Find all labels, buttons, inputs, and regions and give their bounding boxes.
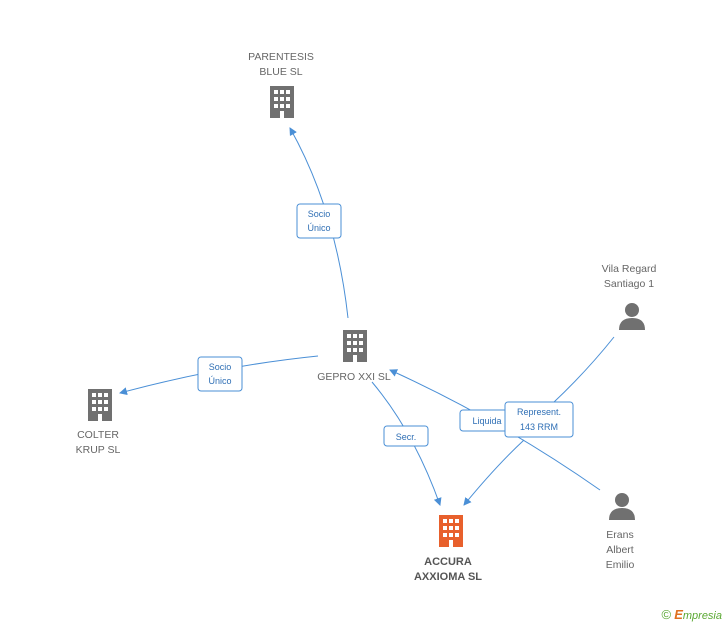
- node-gepro-xxi[interactable]: GEPRO XXI SL: [317, 330, 391, 383]
- building-icon: [88, 389, 112, 421]
- person-icon: [609, 493, 635, 520]
- node-label: Erans: [606, 529, 633, 541]
- node-label: BLUE SL: [259, 66, 302, 78]
- node-label: GEPRO XXI SL: [317, 371, 391, 383]
- svg-text:143 RRM: 143 RRM: [520, 422, 558, 432]
- brand-name: mpresia: [682, 610, 722, 622]
- building-icon: [343, 330, 367, 362]
- empresia-logo: © Empresia: [662, 607, 722, 622]
- node-erans-albert[interactable]: Erans Albert Emilio: [606, 493, 635, 571]
- node-colter-krup[interactable]: COLTER KRUP SL: [76, 389, 121, 456]
- node-label: ACCURA: [424, 556, 472, 568]
- copyright-symbol: ©: [661, 607, 672, 622]
- node-label: Vila Regard: [602, 263, 657, 275]
- edge-represent-accura: [463, 439, 525, 506]
- node-label: Albert: [606, 544, 634, 556]
- node-accura-axxioma[interactable]: ACCURA AXXIOMA SL: [414, 515, 482, 583]
- edge-label-represent: Represent. 143 RRM: [504, 401, 574, 438]
- svg-text:Represent.: Represent.: [517, 407, 561, 417]
- edge-label-socio-unico-left: Socio Único: [197, 356, 243, 392]
- person-icon: [619, 303, 645, 330]
- node-label: COLTER: [77, 429, 119, 441]
- edge-label-socio-unico-top: Socio Único: [296, 203, 342, 239]
- node-label: AXXIOMA SL: [414, 571, 482, 583]
- building-icon: [439, 515, 463, 547]
- svg-text:Socio: Socio: [308, 209, 331, 219]
- edge-label-secr: Secr.: [383, 425, 429, 447]
- node-label: KRUP SL: [76, 444, 121, 456]
- edge-vila-represent: [552, 336, 615, 404]
- svg-text:Secr.: Secr.: [396, 432, 417, 442]
- svg-text:Liquida: Liquida: [472, 416, 501, 426]
- node-parentesis-blue[interactable]: PARENTESIS BLUE SL: [248, 51, 314, 118]
- node-vila-regard[interactable]: Vila Regard Santiago 1: [602, 263, 657, 330]
- node-label: Emilio: [606, 559, 635, 571]
- brand-initial: E: [674, 607, 683, 622]
- edge-label-liquida: Liquida: [459, 409, 511, 432]
- node-label: PARENTESIS: [248, 51, 314, 63]
- svg-text:Único: Único: [208, 376, 231, 386]
- building-icon: [270, 86, 294, 118]
- svg-text:Socio: Socio: [209, 362, 232, 372]
- node-label: Santiago 1: [604, 278, 654, 290]
- svg-text:Único: Único: [307, 223, 330, 233]
